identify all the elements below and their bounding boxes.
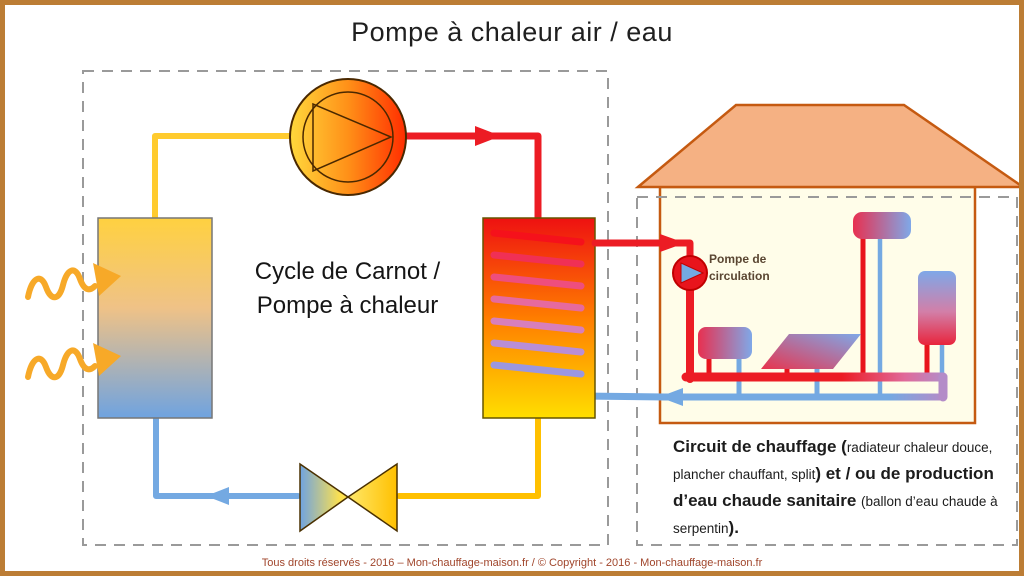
carnot-cycle-boundary [82,70,609,546]
description-segment: ) et / ou de production d’eau chaude san… [673,464,994,510]
cycle-label: Cycle de Carnot / Pompe à chaleur [210,255,485,323]
flow-arrow-icon [659,388,683,406]
condenser-coil [490,229,585,378]
pump-label-line1: Pompe de [709,252,767,266]
description-segment: (ballon d’eau chaude à serpentin [673,494,998,536]
circuit-description: Circuit de chauffage (radiateur chaleur … [673,434,1013,542]
circulation-pump-label: Pompe de circulation [709,251,770,285]
heating-supply-pipe [591,234,694,383]
flow-arrow-icon [206,487,229,505]
heat-wave-icon [25,263,121,301]
flow-arrow-icon [475,126,501,146]
heat-pump-diagram [25,70,1019,546]
heat-wave-icon [25,343,121,381]
description-segment: radiateur chaleur douce, plancher chauff… [673,440,993,482]
heating-circuit-boundary [636,196,1018,546]
liquid-pipe [396,414,541,499]
house-roof [634,103,1019,189]
hot-water-tank-icon [918,271,956,345]
diagram-title: Pompe à chaleur air / eau [351,17,673,47]
expansion-valve-icon [299,462,398,533]
hot-gas-pipe [400,132,542,224]
cycle-label-line1: Cycle de Carnot / [254,258,441,285]
copyright-footer: Tous droits réservés - 2016 – Mon-chauff… [261,557,763,569]
description-segment: ). [728,518,739,537]
tall-radiator-icon [853,212,911,239]
cycle-label-line2: Pompe à chaleur [256,292,439,319]
compressor-icon [289,78,407,196]
description-segment: Circuit de chauffage ( [673,437,847,456]
expansion-pipe [153,414,301,499]
pump-label-line2: circulation [709,269,770,283]
circulation-pump-icon [672,255,708,291]
floor-heating-panel-icon [761,334,861,369]
condenser-coil-icon [482,217,596,419]
flow-arrow-icon [660,234,685,252]
evaporator-icon [97,217,213,419]
radiator-icon [698,327,752,359]
suction-pipe [152,133,295,223]
footer-divider [205,572,1021,575]
